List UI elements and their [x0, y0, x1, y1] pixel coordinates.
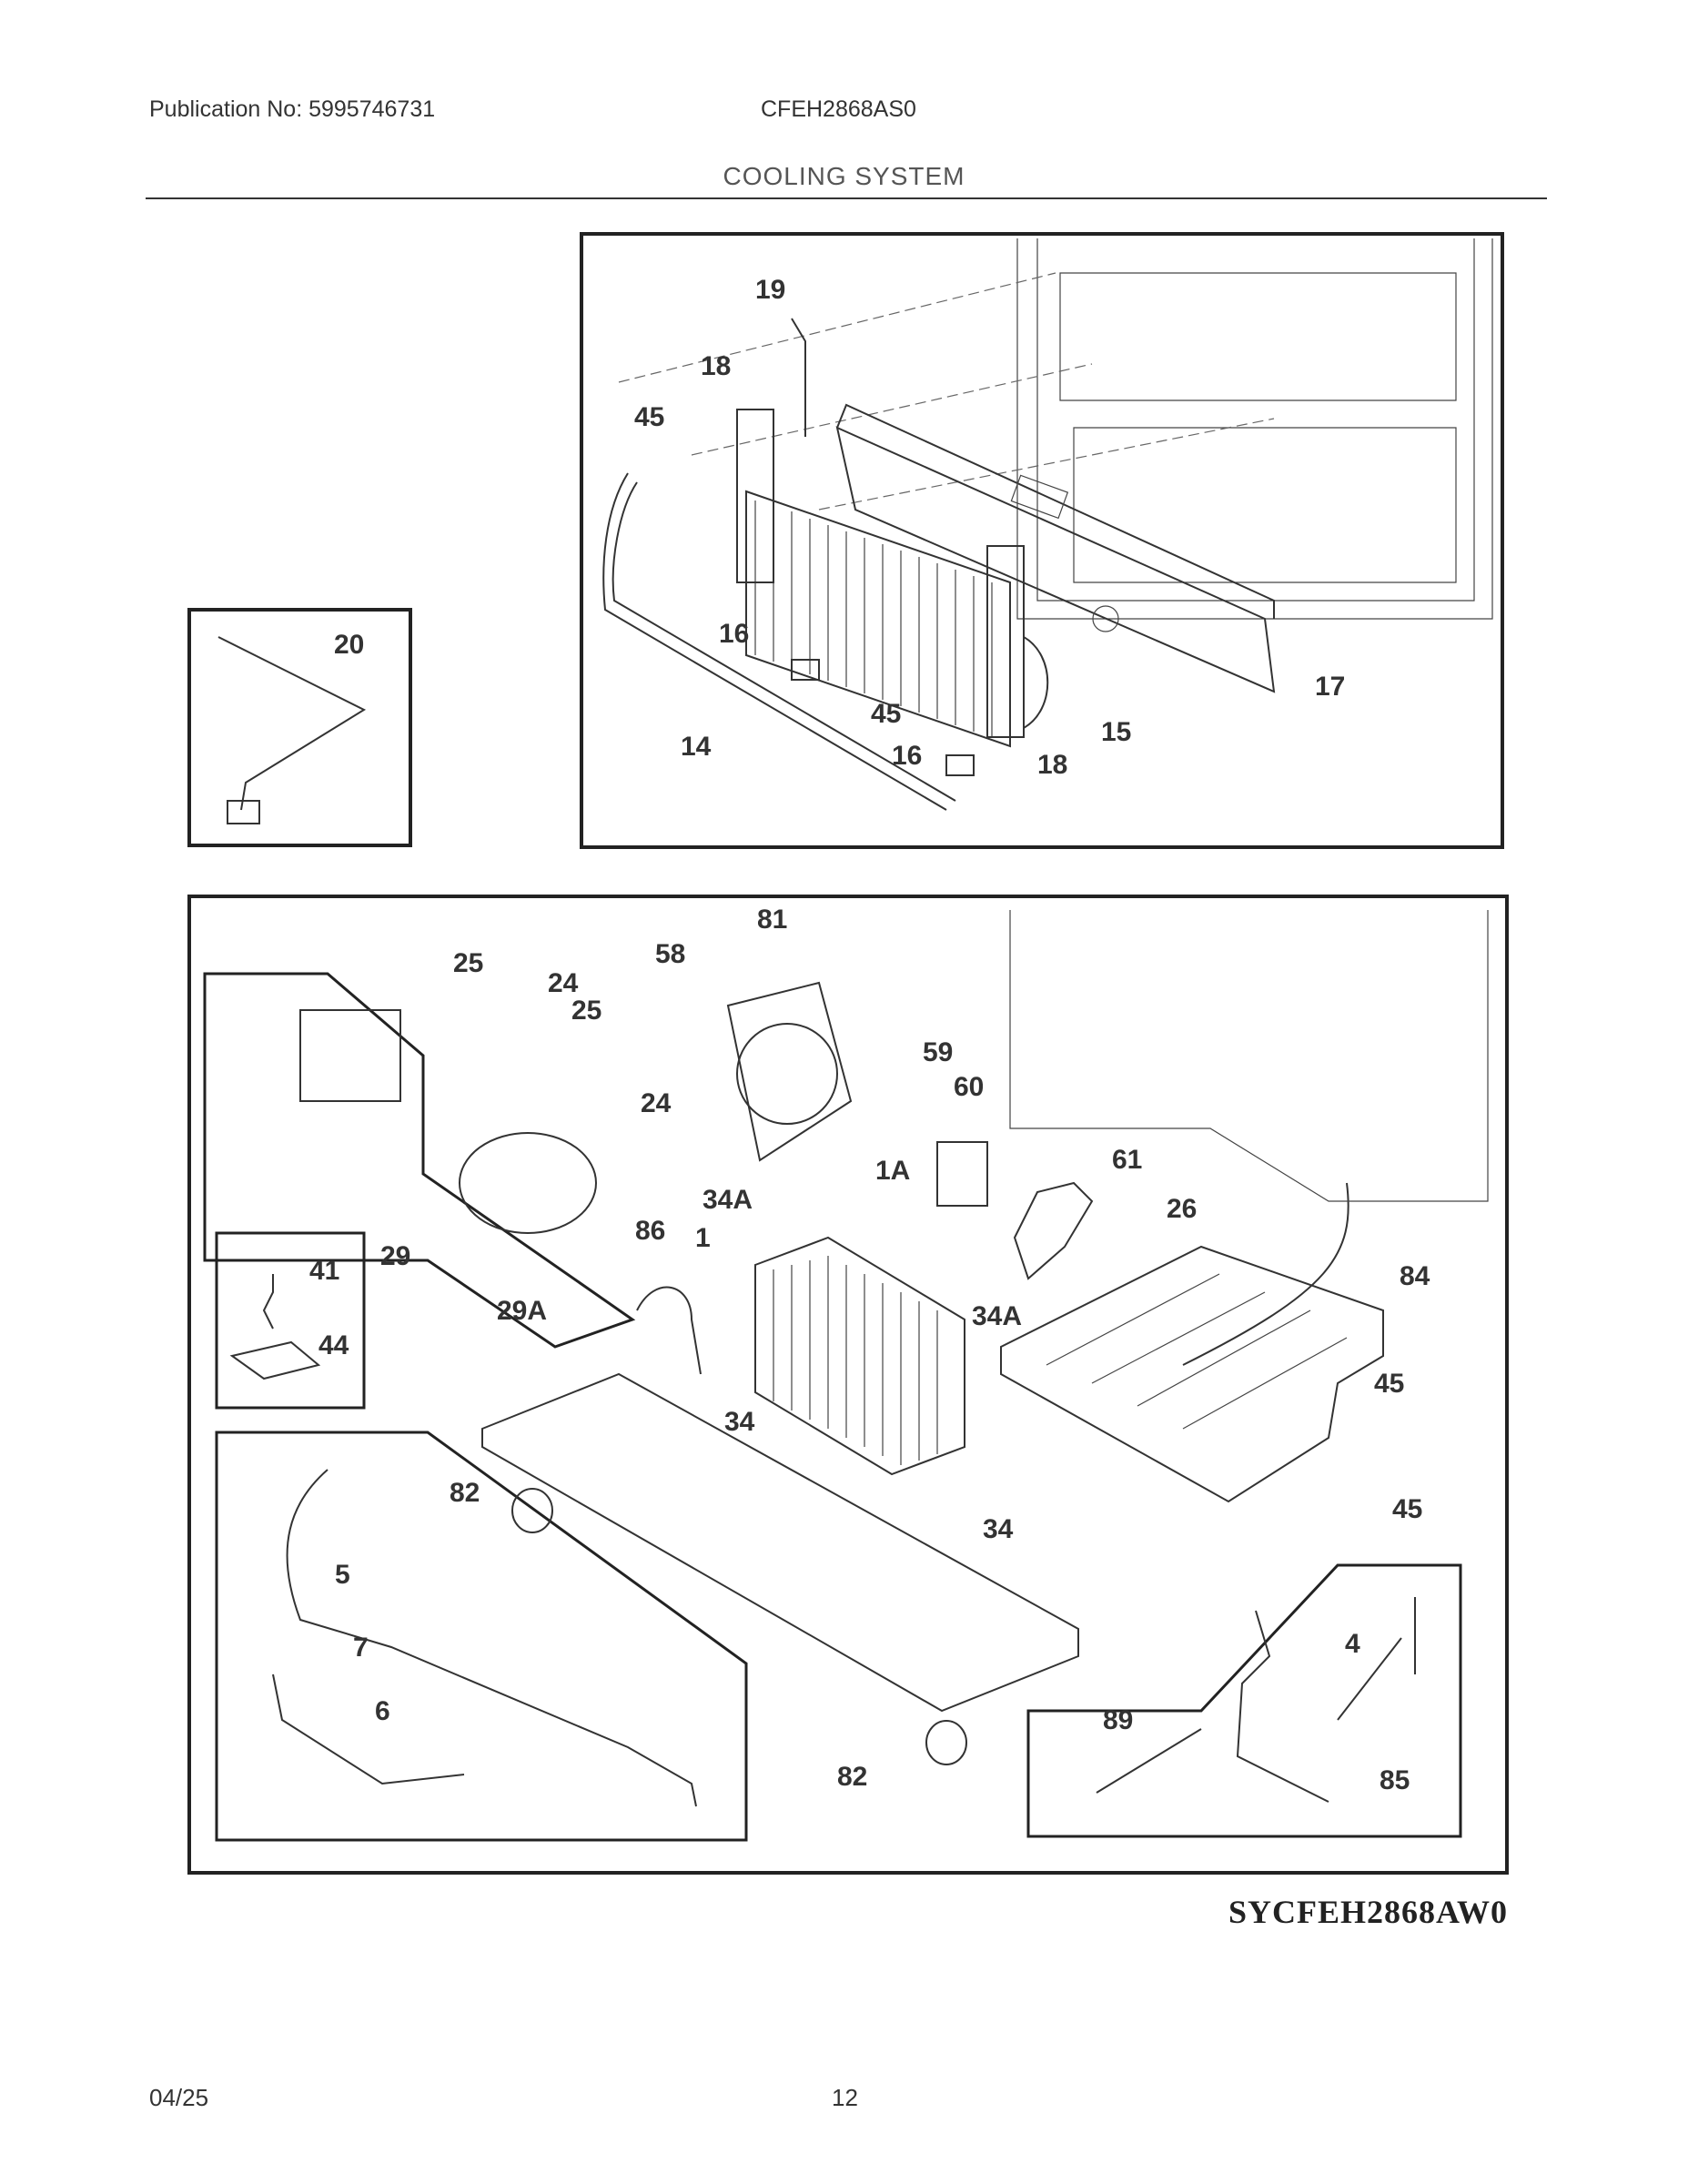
callout-18-top: 18	[701, 351, 731, 381]
fan-blade	[1013, 1181, 1094, 1280]
drain-heater-tube	[602, 472, 956, 811]
screw-41	[262, 1274, 274, 1330]
roller-82-front	[511, 1488, 553, 1533]
harness-inset	[215, 1431, 748, 1842]
callout-34a-top: 34A	[702, 1185, 753, 1215]
fan-motor	[936, 1141, 988, 1207]
model-number: CFEH2868AS0	[761, 96, 916, 122]
callout-34a-right: 34A	[972, 1301, 1022, 1331]
callout-29a: 29A	[497, 1296, 547, 1326]
compressor-base	[481, 1372, 1079, 1713]
dryer-inset	[1026, 1563, 1462, 1838]
callout-34-right: 34	[983, 1514, 1014, 1544]
callout-24-top: 24	[548, 968, 579, 998]
callout-84: 84	[1400, 1261, 1430, 1291]
fan-shroud	[726, 981, 853, 1162]
callout-44: 44	[318, 1330, 349, 1360]
harness-5	[286, 1469, 697, 1807]
inset-20-frame	[187, 608, 412, 847]
callout-29: 29	[380, 1241, 410, 1271]
callout-85: 85	[1380, 1765, 1410, 1795]
callout-5: 5	[335, 1560, 350, 1590]
section-title: COOLING SYSTEM	[723, 162, 965, 190]
callout-1: 1	[695, 1223, 711, 1253]
clip-16-upper	[791, 659, 820, 681]
inset-41-44	[215, 1231, 366, 1410]
callout-25-right: 25	[571, 996, 601, 1026]
evaporator-cover	[835, 403, 1276, 693]
roller-82-rear	[925, 1720, 967, 1765]
callout-45-mid: 45	[871, 699, 901, 729]
diagram-code: SYCFEH2868AW0	[1228, 1894, 1509, 1930]
clip-16-lower	[945, 754, 975, 776]
defrost-thermistor	[791, 318, 806, 437]
harness-6	[272, 1673, 465, 1785]
bracket-44	[229, 1340, 321, 1380]
callout-16-bottom: 16	[892, 741, 922, 771]
callout-16-top: 16	[719, 619, 749, 649]
publication-number: Publication No: 5995746731	[149, 96, 436, 122]
callout-59: 59	[923, 1037, 953, 1067]
callout-89: 89	[1103, 1705, 1133, 1735]
callout-61: 61	[1112, 1145, 1142, 1175]
compressor-inset	[203, 972, 636, 1349]
callout-26: 26	[1167, 1194, 1197, 1224]
condenser	[754, 1236, 965, 1476]
drain-hose-84	[1182, 1182, 1349, 1366]
lower-frame	[187, 895, 1509, 1875]
upper-frame	[580, 232, 1504, 849]
callout-60: 60	[954, 1072, 984, 1102]
tube-85	[1236, 1610, 1329, 1803]
compressor	[459, 1132, 597, 1234]
callout-7: 7	[353, 1633, 369, 1663]
callout-19: 19	[755, 275, 785, 305]
callout-15: 15	[1101, 717, 1131, 747]
compressor-relay	[299, 1009, 401, 1102]
footer-date: 04/25	[149, 2084, 209, 2111]
tube-89	[1096, 1728, 1202, 1794]
harness-20	[217, 636, 367, 811]
evaporator-coil	[736, 409, 1049, 748]
callout-82-left: 82	[450, 1478, 480, 1508]
callout-34-left: 34	[724, 1407, 755, 1437]
callout-41: 41	[309, 1256, 339, 1286]
callout-14: 14	[681, 732, 712, 762]
callout-18-bottom: 18	[1037, 750, 1067, 780]
callout-45-top: 45	[634, 402, 664, 432]
callout-45-lower: 45	[1392, 1494, 1422, 1524]
callout-4: 4	[1345, 1629, 1360, 1659]
callout-20: 20	[334, 630, 364, 660]
cabinet-corner	[1009, 910, 1489, 1202]
callout-1a: 1A	[875, 1156, 910, 1186]
callout-17: 17	[1315, 672, 1345, 702]
callout-58: 58	[655, 939, 685, 969]
harness-20-plug	[227, 800, 260, 824]
callout-82-bottom: 82	[837, 1762, 867, 1792]
callout-81: 81	[757, 905, 787, 935]
dryer-4	[1337, 1597, 1416, 1721]
callout-45-right: 45	[1374, 1369, 1404, 1399]
condenser-tube	[636, 1286, 702, 1375]
callout-6: 6	[375, 1696, 390, 1726]
callout-86: 86	[635, 1216, 665, 1246]
callout-25-left: 25	[453, 948, 483, 978]
page-number: 12	[832, 2084, 858, 2111]
header-rule	[146, 197, 1547, 199]
drain-pan	[1000, 1245, 1384, 1503]
callout-24-right: 24	[641, 1088, 672, 1118]
cabinet-outline	[618, 238, 1493, 620]
fan-shroud-ring	[736, 1023, 838, 1125]
